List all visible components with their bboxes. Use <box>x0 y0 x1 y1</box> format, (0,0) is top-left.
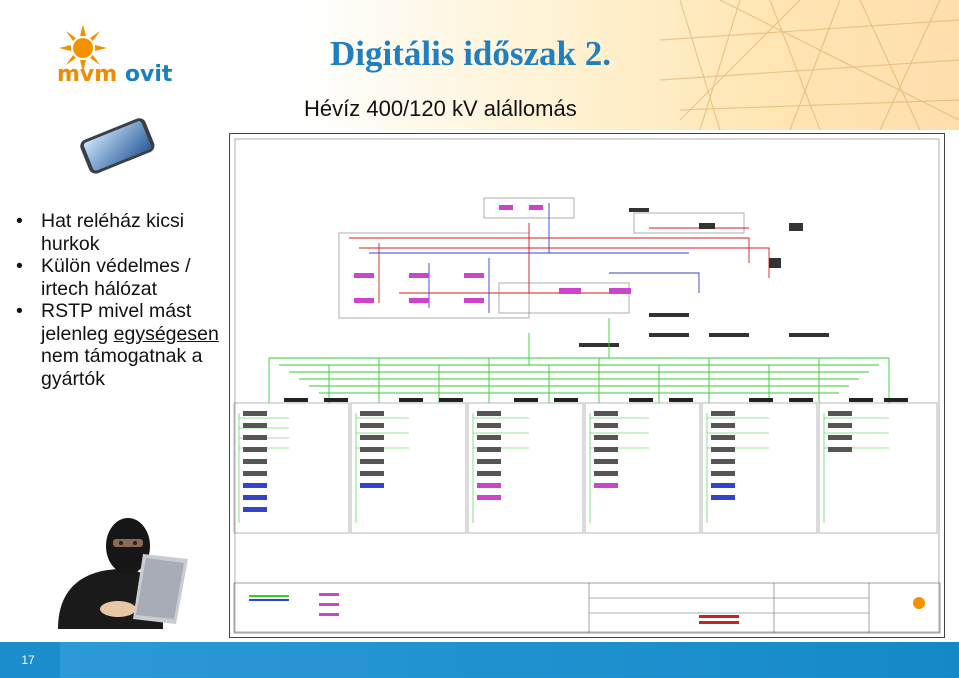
hacker-with-laptop-icon <box>58 518 188 629</box>
smartphone-icon <box>80 118 155 174</box>
logo-mvm-text: mvm <box>57 62 118 87</box>
logo-ovit-text: ovit <box>124 62 173 87</box>
sun-logo-icon <box>59 26 107 72</box>
header-background <box>300 0 959 131</box>
page-number: 17 <box>0 642 56 678</box>
slide-subtitle: Hévíz 400/120 kV alállomás <box>304 96 577 121</box>
bullet-item: • RSTP mivel mást jelenleg egységesen ne… <box>16 300 219 390</box>
bullet-item: • Hat reléház kicsi hurkok <box>16 210 185 255</box>
company-logo: mvm ovit <box>57 62 172 87</box>
bullet-list: • Hat reléház kicsi hurkok • Külön védel… <box>10 210 240 390</box>
lattice-tower-icon <box>659 0 959 131</box>
bullet-item: • Külön védelmes / irtech hálózat <box>16 255 191 300</box>
footer-band <box>60 642 959 678</box>
network-schematic-diagram <box>229 133 945 638</box>
slide-title: Digitális időszak 2. <box>330 34 612 73</box>
